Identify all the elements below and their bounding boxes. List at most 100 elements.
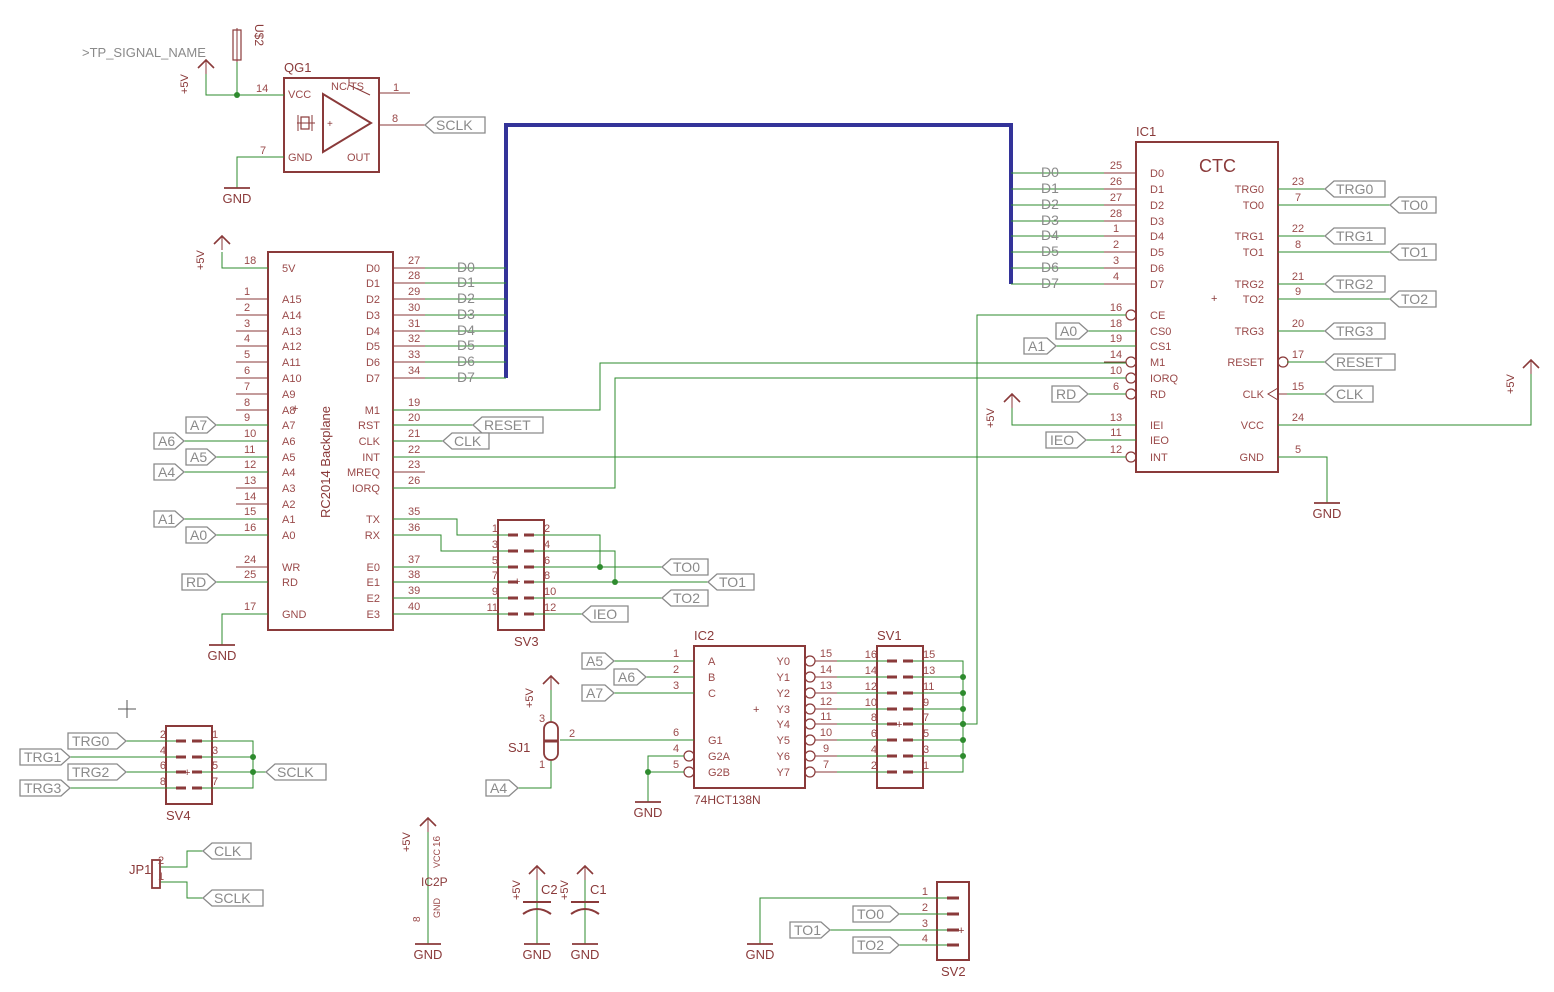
backplane-pin-number: 18 (244, 255, 256, 267)
svg-text:+: + (327, 119, 333, 130)
backplane-pin-number: 21 (408, 428, 420, 440)
ctc-pin-label: GND (1240, 452, 1265, 464)
bus-label-left: D0 (457, 259, 475, 275)
sj1-jumper: SJ1 3 2 1 (508, 713, 575, 771)
ic2-pin-label: Y0 (777, 656, 790, 668)
ctc-pin-number: 15 (1292, 381, 1304, 393)
sv4-pin-number: 8 (160, 776, 166, 788)
backplane-pin-label: MREQ (347, 467, 380, 479)
sv3-pin-number: 2 (544, 523, 550, 535)
backplane-pin-label: RST (358, 420, 380, 432)
ctc-pin-label: D5 (1150, 247, 1164, 259)
backplane-pin-label: RD (282, 577, 298, 589)
ctc-pin-number: 11 (1110, 427, 1121, 439)
sj1-pin1: 1 (539, 759, 545, 771)
ctc-pin-label: VCC (1241, 420, 1264, 432)
backplane-pin-label: D4 (366, 326, 380, 338)
backplane-pin-label: E1 (367, 577, 380, 589)
qg1-pin7: 7 (260, 145, 266, 157)
svg-text:+: + (184, 767, 190, 779)
qg1-gnd-label: GND (288, 152, 313, 164)
backplane-pin-label: A12 (282, 341, 302, 353)
sv1-pin-number: 2 (871, 760, 877, 772)
backplane-pin-number: 14 (244, 491, 256, 503)
ctc-pin-number: 13 (1110, 412, 1122, 424)
bus-label-left: D1 (457, 274, 475, 290)
ctc-pin-number: 21 (1292, 271, 1304, 283)
ic2-pin-number: 14 (820, 664, 832, 676)
ctc-pin-label: TRG3 (1235, 326, 1264, 338)
ic2-pin-number: 10 (820, 727, 832, 739)
gnd-label-qg1: GND (223, 191, 252, 206)
sv1-pin-number: 12 (865, 681, 877, 693)
backplane-pin-number: 17 (244, 601, 256, 613)
ctc-pin-label: CLK (1243, 389, 1265, 401)
net-flag-reset: RESET (1336, 354, 1383, 370)
ic2-pin-label: G2A (708, 751, 731, 763)
plus5v-label-ic2p: +5V (401, 831, 413, 852)
net-flags: SCLKTRG0TO0TRG1TO1TRG2TO2TRG3RESETCLKA0A… (19, 116, 1437, 954)
net-flag-trg0: TRG0 (72, 733, 110, 749)
jp1-jumper: JP1 2 1 (129, 855, 164, 889)
net-flag-clk: CLK (1336, 386, 1364, 402)
backplane-pin-number: 27 (408, 255, 420, 267)
ctc-pin-number: 3 (1113, 255, 1119, 267)
ctc-pin-label: CS1 (1150, 341, 1171, 353)
ic2p-power: IC2P 16 VCC GND 8 (412, 828, 448, 944)
crosshair-cursor-icon (118, 700, 136, 718)
backplane-pin-number: 10 (244, 428, 256, 440)
qg1-ncts-label: NC/TS (331, 81, 364, 93)
backplane-pin-label: D7 (366, 373, 380, 385)
backplane-label: RC2014 Backplane (318, 406, 333, 518)
ic2-pin-number: 3 (673, 680, 679, 692)
ic2-pin-number: 5 (673, 759, 679, 771)
net-flag-clk: CLK (214, 843, 242, 859)
backplane-pin-number: 40 (408, 601, 420, 613)
sv4-pin-number: 5 (212, 760, 218, 772)
backplane-pin-number: 35 (408, 506, 420, 518)
bus-label-right: D2 (1041, 196, 1059, 212)
backplane-pin-number: 20 (408, 412, 420, 424)
sv2-pin-number: 2 (922, 902, 928, 914)
gnd-label-c2: GND (523, 947, 552, 962)
sv3-pin-number: 8 (544, 570, 550, 582)
ic2-pin-label: Y1 (777, 672, 790, 684)
sv4-pin-number: 7 (212, 776, 218, 788)
qg1-pin8: 8 (392, 113, 398, 125)
ic2-pin-label: B (708, 672, 715, 684)
svg-text:+: + (292, 403, 298, 415)
backplane-pin-number: 12 (244, 459, 256, 471)
sv2-pin-number: 4 (922, 933, 928, 945)
ctc-pin-number: 6 (1113, 381, 1119, 393)
net-flag-trg0: TRG0 (1336, 181, 1374, 197)
net-flag-rd: RD (1056, 386, 1076, 402)
backplane-pin-label: A4 (282, 467, 295, 479)
backplane-pin-number: 13 (244, 475, 256, 487)
net-flag-clk: CLK (454, 433, 482, 449)
svg-text:+: + (753, 704, 759, 716)
net-flag-trg2: TRG2 (1336, 276, 1374, 292)
backplane-pin-number: 9 (244, 412, 250, 424)
net-flag-to2: TO2 (1401, 291, 1428, 307)
ic2-pin-number: 13 (820, 680, 832, 692)
ctc-pin-label: IEO (1150, 435, 1169, 447)
qg1-ref: QG1 (284, 60, 311, 75)
bus-label-left: D2 (457, 290, 475, 306)
ctc-pin-number: 28 (1110, 208, 1122, 220)
sv1-pin-number: 11 (923, 681, 934, 693)
sv4-pin-number: 1 (212, 729, 218, 741)
bus-label-right: D3 (1041, 212, 1059, 228)
net-flag-a6: A6 (158, 433, 175, 449)
ctc-pin-label: D6 (1150, 263, 1164, 275)
ic2-pin-number: 1 (673, 648, 679, 660)
plus5v-label-c1: +5V (559, 879, 571, 900)
net-flag-to2: TO2 (673, 590, 700, 606)
bus-label-right: D4 (1041, 227, 1059, 243)
net-flag-a6: A6 (618, 669, 635, 685)
qg1-pin1: 1 (393, 82, 399, 94)
sv3-pin-number: 12 (544, 602, 556, 614)
bus-label-left: D4 (457, 322, 475, 338)
backplane-pin-label: A5 (282, 452, 295, 464)
